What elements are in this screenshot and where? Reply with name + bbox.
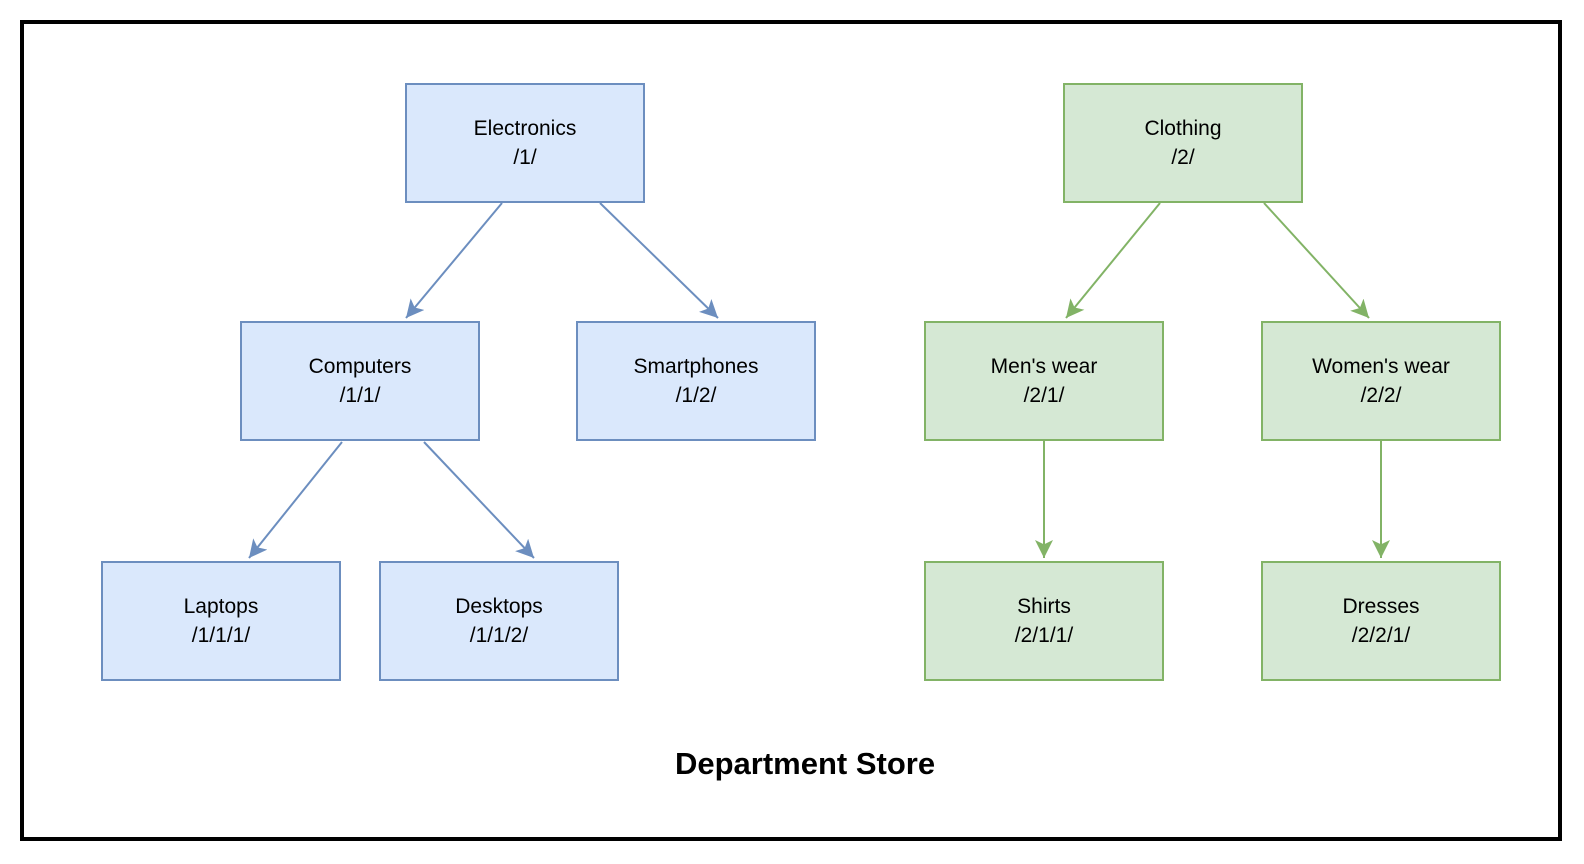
node-path: /2/2/1/ xyxy=(1351,624,1411,647)
node-desktops: Desktops /1/1/2/ xyxy=(379,561,619,681)
node-womens-wear: Women's wear /2/2/ xyxy=(1261,321,1501,441)
node-label: Computers xyxy=(308,355,412,378)
node-label: Clothing xyxy=(1144,117,1222,140)
diagram-title: Department Store xyxy=(674,746,936,781)
node-path: /1/1/2/ xyxy=(469,624,529,647)
node-label: Smartphones xyxy=(633,355,759,378)
node-label: Women's wear xyxy=(1312,355,1450,378)
node-path: /1/1/1/ xyxy=(191,624,251,647)
node-label: Shirts xyxy=(1017,595,1071,618)
node-label: Dresses xyxy=(1342,595,1420,618)
node-clothing: Clothing /2/ xyxy=(1063,83,1303,203)
node-path: /1/2/ xyxy=(675,384,717,407)
node-smartphones: Smartphones /1/2/ xyxy=(576,321,816,441)
diagram-border-frame xyxy=(20,20,1562,841)
node-path: /2/2/ xyxy=(1360,384,1402,407)
node-path: /2/1/1/ xyxy=(1014,624,1074,647)
node-label: Men's wear xyxy=(990,355,1098,378)
node-laptops: Laptops /1/1/1/ xyxy=(101,561,341,681)
node-electronics: Electronics /1/ xyxy=(405,83,645,203)
node-computers: Computers /1/1/ xyxy=(240,321,480,441)
node-mens-wear: Men's wear /2/1/ xyxy=(924,321,1164,441)
node-path: /1/ xyxy=(513,146,537,169)
node-dresses: Dresses /2/2/1/ xyxy=(1261,561,1501,681)
node-path: /2/ xyxy=(1171,146,1195,169)
node-label: Laptops xyxy=(183,595,259,618)
node-path: /2/1/ xyxy=(1023,384,1065,407)
node-label: Electronics xyxy=(473,117,577,140)
node-label: Desktops xyxy=(455,595,543,618)
node-shirts: Shirts /2/1/1/ xyxy=(924,561,1164,681)
node-path: /1/1/ xyxy=(339,384,381,407)
